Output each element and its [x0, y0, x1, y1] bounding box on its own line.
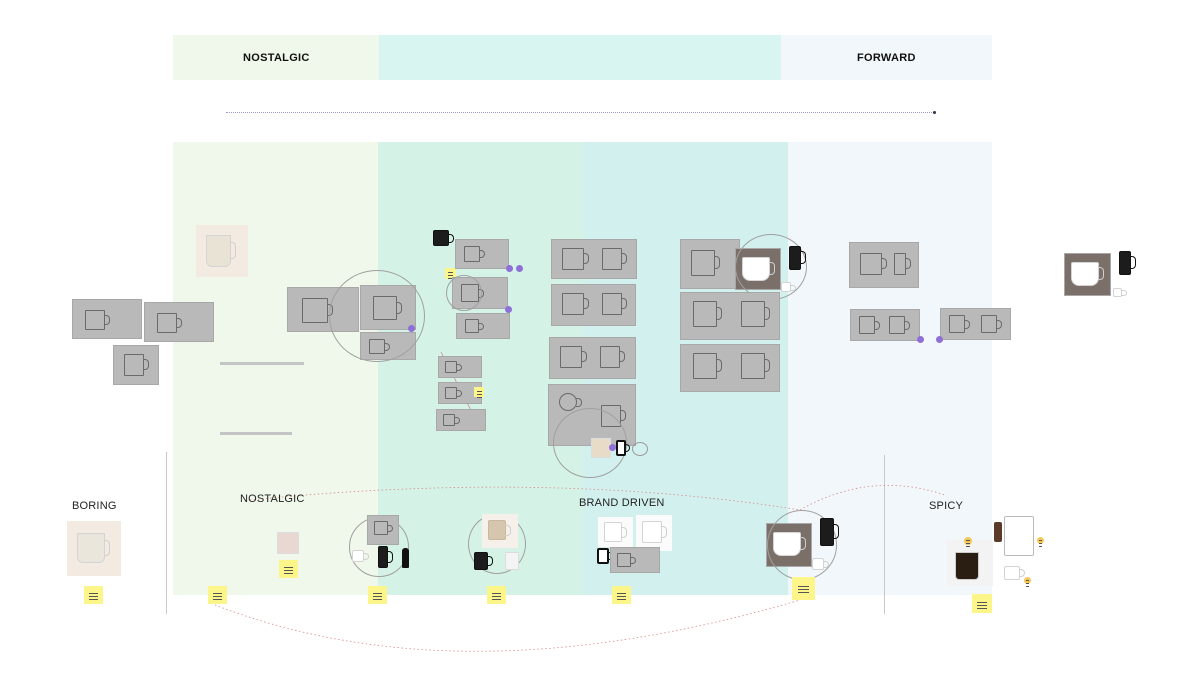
- mug-photo-tumbler[interactable]: [378, 546, 393, 568]
- sticky-note[interactable]: [792, 577, 815, 600]
- mug-sketch-thumbnail[interactable]: [680, 292, 780, 340]
- sticky-note[interactable]: [279, 560, 298, 578]
- mug-photo-beige[interactable]: [482, 514, 518, 548]
- header-label-nostalgic: NOSTALGIC: [243, 52, 310, 64]
- sticky-note[interactable]: [368, 586, 387, 604]
- sticky-note[interactable]: [474, 387, 484, 397]
- mug-photo-small[interactable]: [352, 550, 369, 562]
- comment-dot[interactable]: [516, 265, 523, 272]
- timeline-end-marker: [933, 111, 936, 114]
- section-label-brand-driven: BRAND DRIVEN: [579, 497, 665, 509]
- sticky-note[interactable]: [972, 594, 992, 613]
- mug-sketch-thumbnail[interactable]: [436, 409, 486, 431]
- mug-photo-white[interactable]: [636, 515, 672, 551]
- mug-sketch-thumbnail[interactable]: [438, 356, 482, 378]
- sticky-note[interactable]: [964, 537, 972, 545]
- mug-sketch-thumbnail[interactable]: [549, 337, 636, 379]
- board-band-green: [173, 142, 378, 595]
- comment-dot[interactable]: [408, 325, 415, 332]
- highlight-circle: [553, 408, 627, 478]
- mug-photo-tumbler[interactable]: [820, 518, 839, 546]
- mug-sketch-thumbnail[interactable]: [680, 344, 780, 392]
- sticky-note[interactable]: [1024, 577, 1031, 584]
- mug-photo-brand[interactable]: [1064, 253, 1111, 296]
- text-placeholder-bar: [220, 432, 292, 435]
- comment-dot[interactable]: [609, 444, 616, 451]
- highlight-circle: [329, 270, 425, 362]
- timeline-guide: [226, 112, 934, 113]
- mug-photo-tumbler[interactable]: [789, 246, 806, 270]
- mug-photo-small[interactable]: [277, 532, 299, 554]
- comment-dot[interactable]: [917, 336, 924, 343]
- mug-photo-small[interactable]: [1004, 566, 1025, 580]
- sticky-note[interactable]: [487, 586, 506, 604]
- mug-sketch-thumbnail[interactable]: [940, 308, 1011, 340]
- mug-photo-glass[interactable]: [1004, 516, 1034, 556]
- header-band-forward: [781, 35, 992, 80]
- sticky-note[interactable]: [445, 268, 456, 279]
- comment-dot[interactable]: [505, 306, 512, 313]
- comment-dot[interactable]: [506, 265, 513, 272]
- mug-sketch-thumbnail[interactable]: [551, 239, 637, 279]
- mug-sketch-thumbnail[interactable]: [456, 313, 510, 339]
- mug-photo-small[interactable]: [781, 282, 796, 292]
- section-label-boring: BORING: [72, 500, 117, 512]
- mug-sketch-thumbnail[interactable]: [113, 345, 159, 385]
- sticky-note[interactable]: [612, 586, 631, 604]
- mug-sketch-thumbnail[interactable]: [850, 309, 920, 341]
- mug-sketch-thumbnail[interactable]: [72, 299, 142, 339]
- highlight-circle: [446, 275, 482, 311]
- mug-sketch-thumbnail[interactable]: [367, 515, 399, 545]
- sticky-note[interactable]: [1037, 537, 1044, 544]
- mug-sketch-thumbnail[interactable]: [551, 284, 636, 326]
- mug-photo-handle[interactable]: [616, 440, 630, 456]
- mug-photo-handle[interactable]: [994, 522, 1002, 542]
- mug-sketch-thumbnail[interactable]: [849, 242, 919, 288]
- mug-photo-black[interactable]: [433, 230, 454, 246]
- header-band-middle: [379, 35, 781, 80]
- separator-right: [884, 455, 885, 614]
- mug-photo-glass[interactable]: [947, 540, 993, 586]
- mug-sketch-thumbnail[interactable]: [680, 239, 740, 289]
- mug-photo-handle[interactable]: [597, 548, 613, 564]
- text-placeholder-bar: [220, 362, 304, 365]
- comment-dot[interactable]: [936, 336, 943, 343]
- mug-sketch-thumbnail[interactable]: [144, 302, 214, 342]
- sticky-note[interactable]: [208, 586, 227, 604]
- header-label-forward: FORWARD: [857, 52, 916, 64]
- mug-sketch-thumbnail[interactable]: [610, 547, 660, 573]
- mug-photo-small[interactable]: [1113, 288, 1127, 297]
- mug-photo-small[interactable]: [591, 438, 611, 458]
- mug-photo-white[interactable]: [598, 517, 633, 547]
- mug-sketch-small[interactable]: [632, 442, 648, 456]
- mug-photo-small[interactable]: [812, 558, 829, 570]
- header-band-nostalgic: [173, 35, 379, 80]
- section-label-nostalgic: NOSTALGIC: [240, 493, 305, 505]
- section-label-spicy: SPICY: [929, 500, 964, 512]
- mug-photo-diner[interactable]: [196, 225, 248, 277]
- separator-left: [166, 452, 167, 614]
- mug-photo-small[interactable]: [505, 552, 519, 570]
- sticky-note[interactable]: [84, 586, 103, 604]
- mug-photo-diner[interactable]: [67, 521, 121, 576]
- mug-photo-handle[interactable]: [474, 552, 493, 570]
- bottle-icon[interactable]: [402, 548, 409, 568]
- mug-photo-tumbler[interactable]: [1119, 251, 1136, 275]
- mug-sketch-thumbnail[interactable]: [455, 239, 509, 269]
